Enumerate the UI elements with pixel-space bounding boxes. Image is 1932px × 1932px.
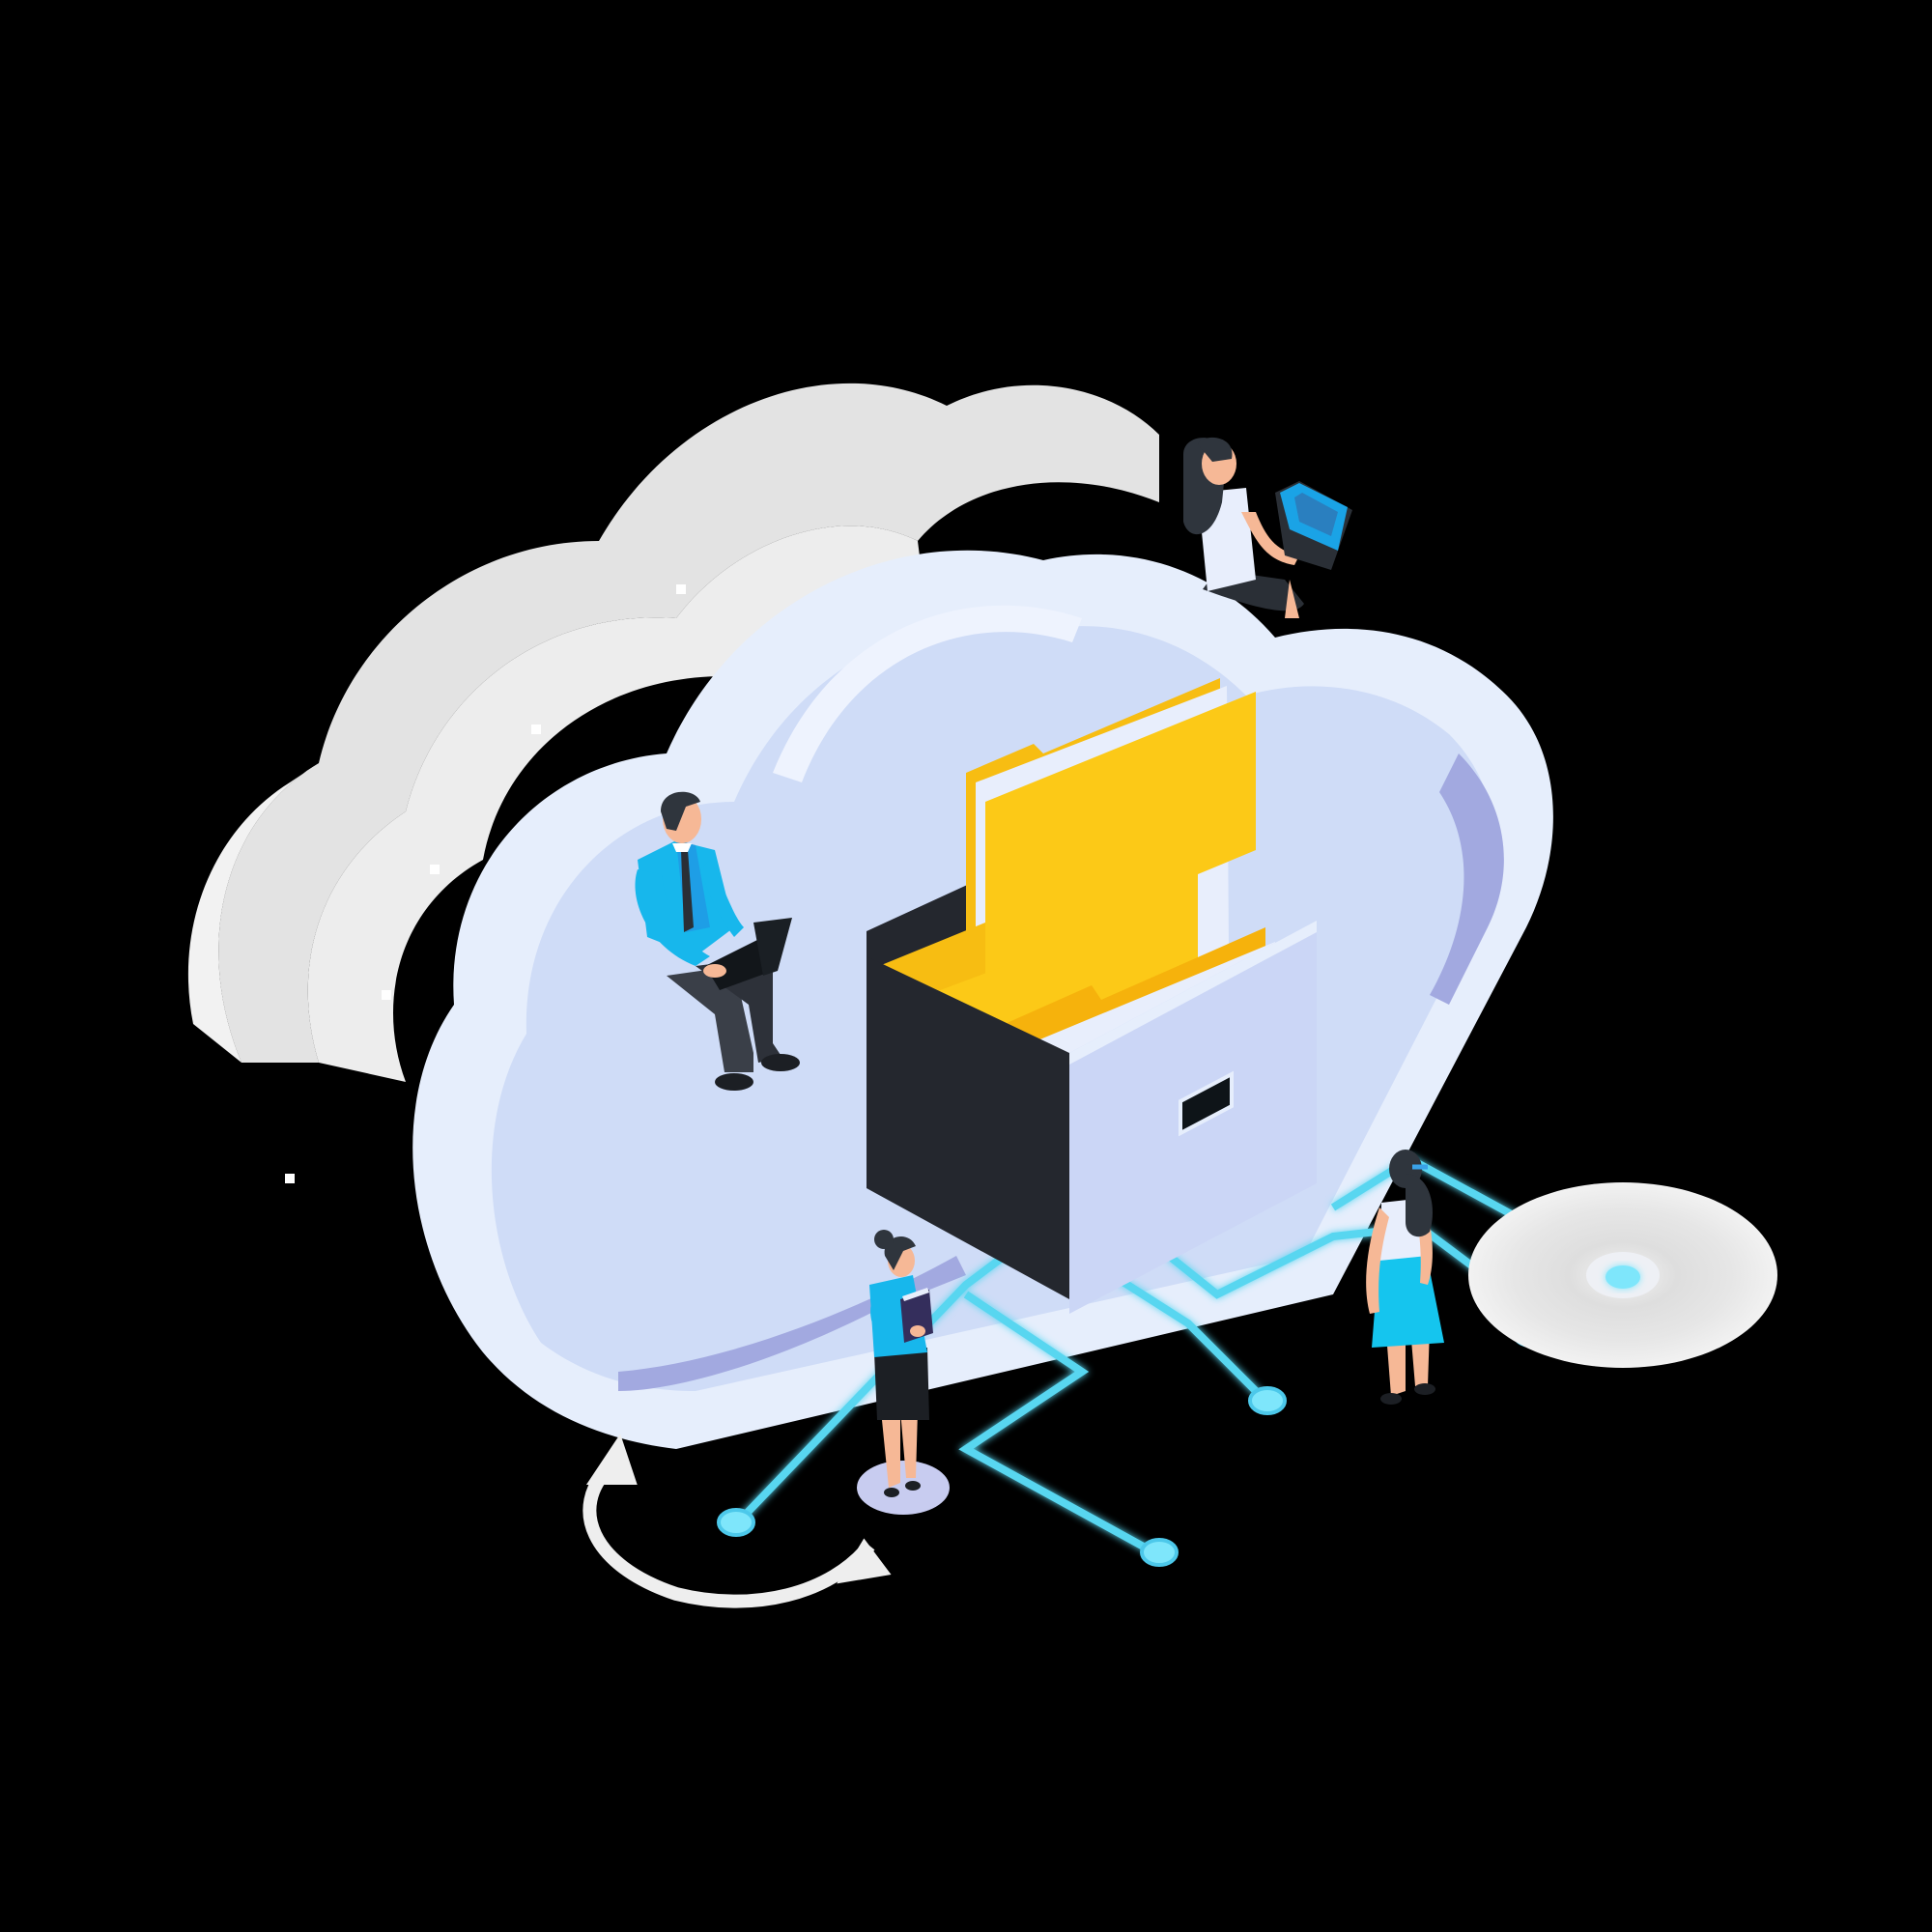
circuit-node [1140, 1538, 1179, 1567]
refresh-arrows-icon [582, 1434, 892, 1608]
drawer-side [867, 956, 1069, 1299]
circuit-node [717, 1508, 755, 1537]
tie [681, 850, 694, 932]
woman-with-laptop [1183, 437, 1352, 618]
data-node-disc [1468, 1182, 1777, 1368]
disc-center-node [1605, 1265, 1640, 1289]
circuit-line [731, 1252, 1008, 1529]
woman-standing [1366, 1150, 1444, 1405]
circuit-line [958, 1291, 1161, 1559]
skirt [1372, 1246, 1444, 1348]
file-drawer[interactable] [867, 678, 1317, 1314]
circuit-line [1166, 1222, 1539, 1318]
drawer-handle[interactable] [1179, 1070, 1234, 1137]
woman-with-folder [857, 1230, 950, 1515]
man-with-laptop [635, 791, 800, 1091]
circuit-node [1248, 1386, 1287, 1415]
